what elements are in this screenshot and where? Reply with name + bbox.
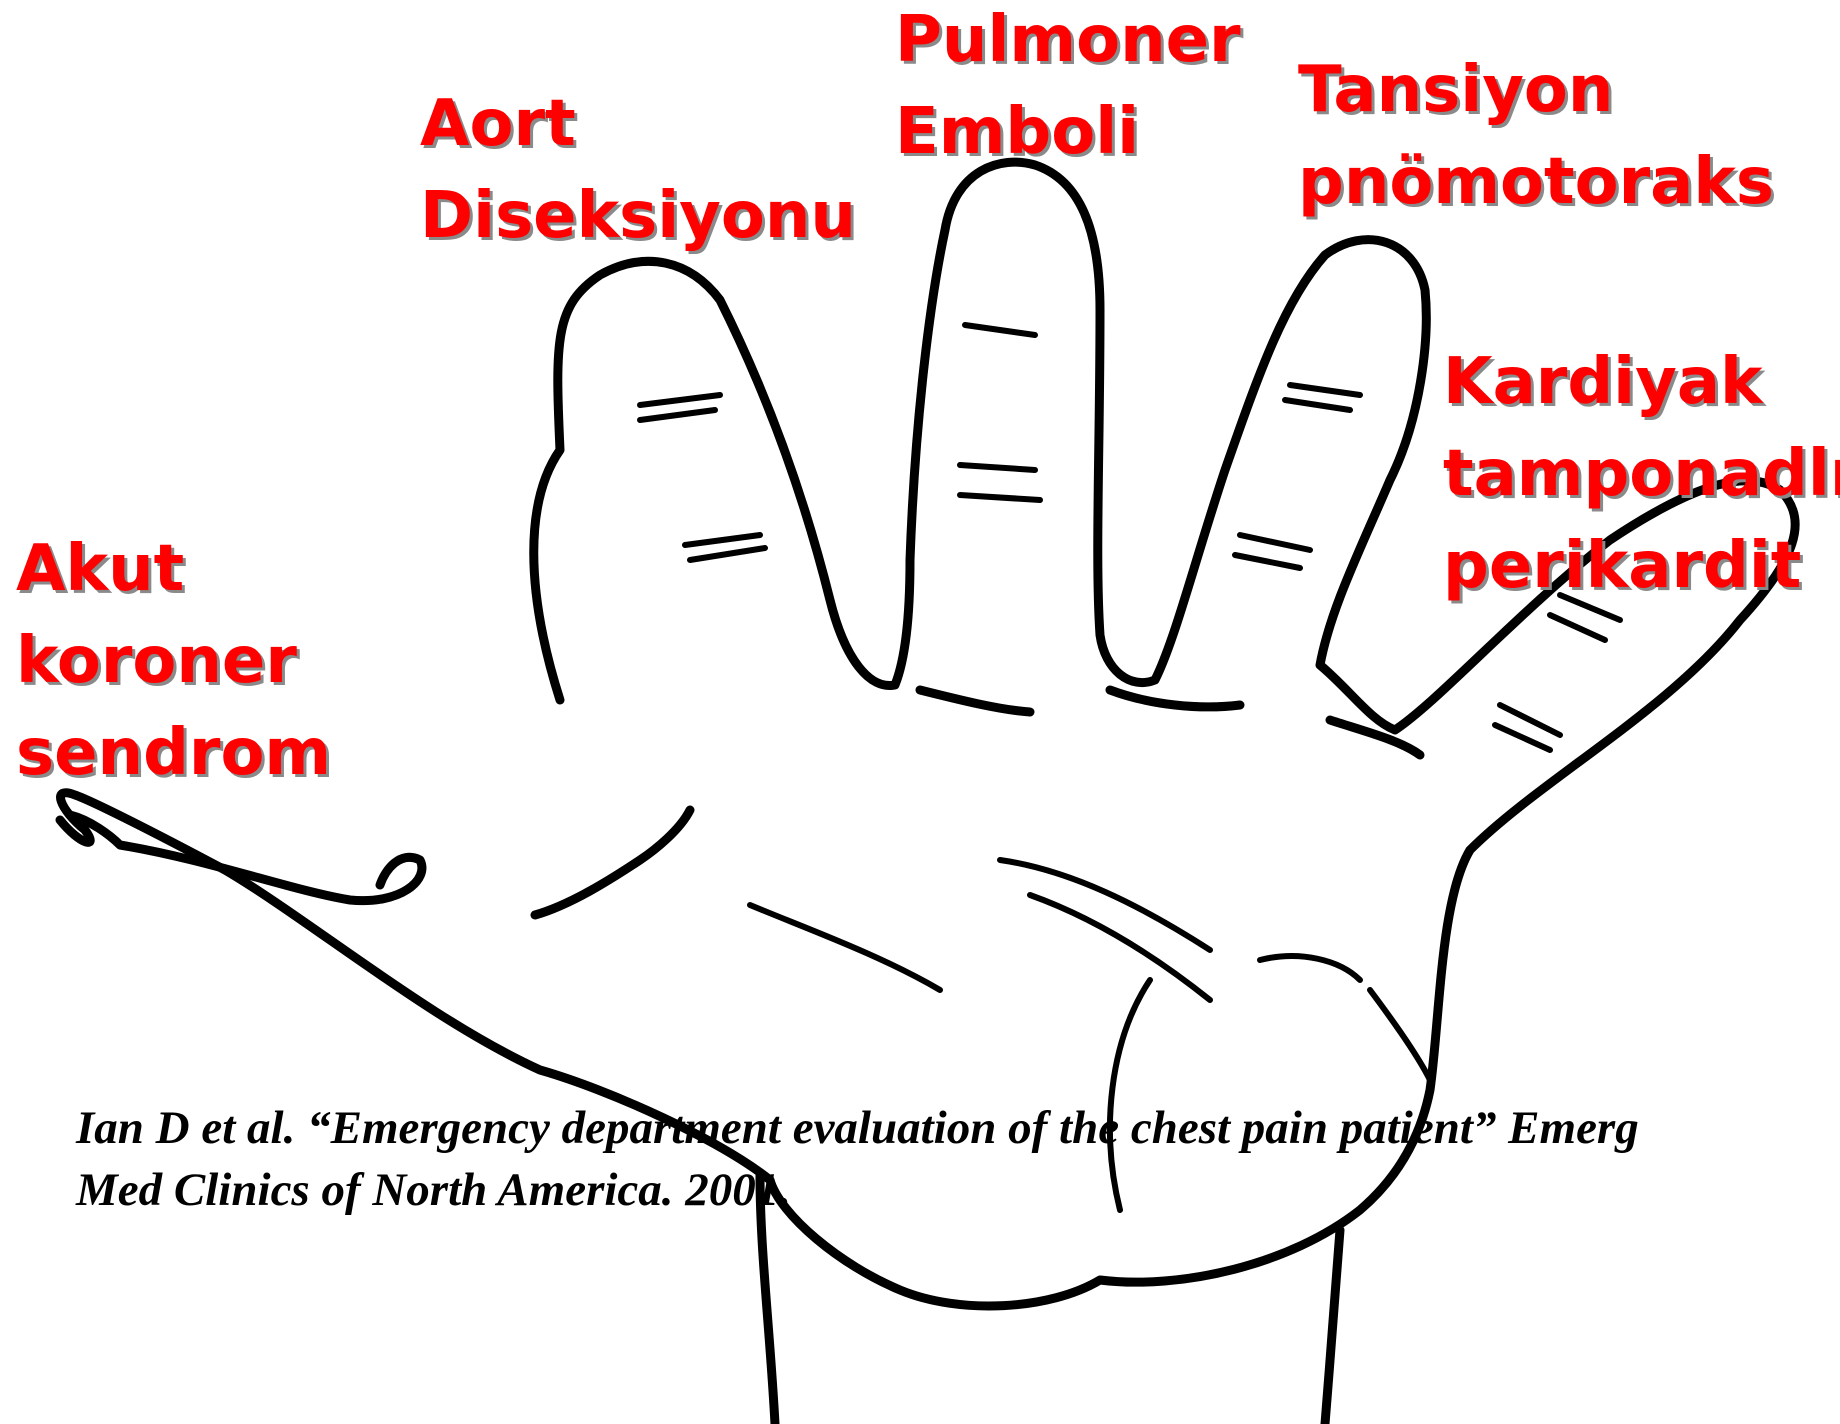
label-pulmoner-line2: Emboli <box>895 86 1241 178</box>
label-pulmoner-line1: Pulmoner <box>895 0 1241 86</box>
citation-line1: Ian D et al. “Emergency department evalu… <box>76 1097 1639 1159</box>
palm-crease-1 <box>1000 860 1210 950</box>
palm-crease-5 <box>1370 990 1430 1080</box>
label-tansiyon-pnomotoraks: Tansiyon pnömotoraks <box>1298 44 1774 228</box>
label-kardiyak-line3: perikardit <box>1443 520 1840 612</box>
label-pulmoner-emboli: Pulmoner Emboli <box>895 0 1241 178</box>
citation: Ian D et al. “Emergency department evalu… <box>76 1097 1639 1221</box>
label-tansiyon-line1: Tansiyon <box>1298 44 1774 136</box>
label-kardiyak-tamponadli-perikardit: Kardiyak tamponadlı perikardit <box>1443 336 1840 612</box>
label-kardiyak-line2: tamponadlı <box>1443 428 1840 520</box>
base-middle <box>1110 690 1240 707</box>
label-akut-koroner-sendrom: Akut koroner sendrom <box>16 523 331 799</box>
palm-crease-2 <box>1030 895 1210 1000</box>
label-aort-diseksiyonu: Aort Diseksiyonu <box>420 78 856 262</box>
label-akut-line3: sendrom <box>16 707 331 799</box>
label-aort-line2: Diseksiyonu <box>420 170 856 262</box>
palm-crease-3 <box>750 905 940 990</box>
label-kardiyak-line1: Kardiyak <box>1443 336 1840 428</box>
base-ring <box>920 690 1030 712</box>
label-aort-line1: Aort <box>420 78 856 170</box>
palm-crease-6 <box>1260 956 1360 980</box>
wrist-right <box>1325 1230 1340 1424</box>
label-akut-line2: koroner <box>16 615 331 707</box>
citation-line2: Med Clinics of North America. 2001. <box>76 1159 1639 1221</box>
thumb-web <box>535 810 690 915</box>
label-akut-line1: Akut <box>16 523 331 615</box>
label-tansiyon-line2: pnömotoraks <box>1298 136 1774 228</box>
